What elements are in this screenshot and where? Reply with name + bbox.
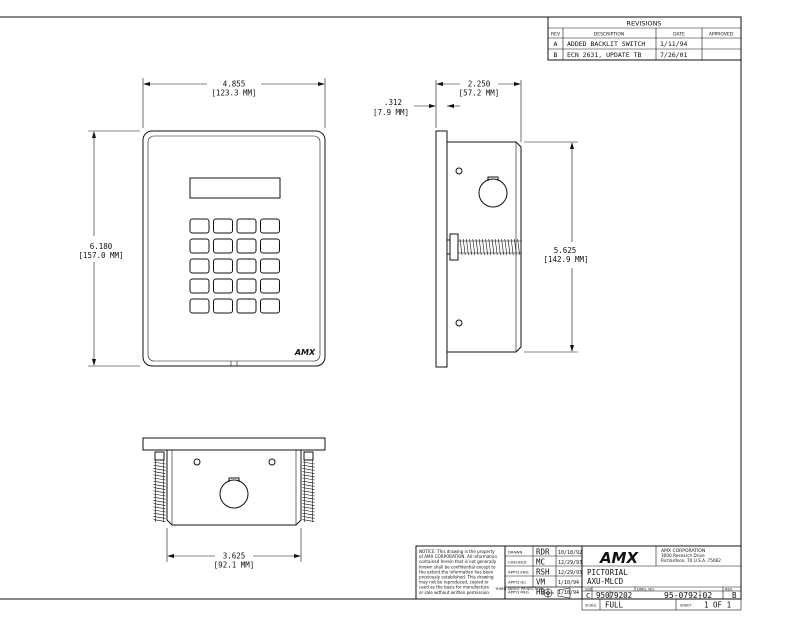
company-address: 3000 Research Drive <box>661 553 705 558</box>
notice-line: previously established. This drawing <box>419 575 494 580</box>
bottom-view: 3.625 [92.1 MM] <box>142 437 326 570</box>
notice-line: or sale without written permission. <box>419 590 490 595</box>
keypad-key <box>260 238 280 254</box>
front-width-dim: 4.855 <box>223 80 246 89</box>
rev-b-letter: B <box>554 51 558 59</box>
signoff-date: 1/10/94 <box>558 590 579 596</box>
part-number: 95079202 <box>596 591 632 600</box>
notice-line: of AMX CORPORATION. All information <box>419 554 497 559</box>
keypad-key <box>189 258 210 274</box>
signoff-date: 1/10/94 <box>558 580 579 586</box>
keypad-key <box>236 298 257 314</box>
signoff-initials: VM <box>536 578 546 587</box>
keypad-key <box>236 278 257 294</box>
signoff-initials: RSH <box>536 568 550 577</box>
rev-b-description: ECN 2631, UPDATE TB <box>567 51 641 59</box>
front-amx-logo: AMX <box>294 348 316 357</box>
rev-header: REV <box>551 32 561 38</box>
signoff-date: 12/29/93 <box>558 560 582 566</box>
notice-line: used as the basis for manufacture <box>419 585 490 590</box>
keypad-key <box>213 258 233 274</box>
drawing-title-line1: PICTORIAL <box>587 568 628 577</box>
keypad-key <box>260 258 280 274</box>
keypad-key <box>213 298 233 314</box>
notice-line: known shall be confidential except to <box>419 564 496 569</box>
size-label: SIZE <box>585 588 592 592</box>
company-city: Richardson, TX U.S.A. 75082 <box>661 558 721 563</box>
signoff-label: DRAWN <box>508 550 523 555</box>
notice-line: NOTICE: This drawing is the property <box>419 549 495 554</box>
signoff-initials: RDR <box>536 548 550 557</box>
front-view: 4.855 [123.3 MM] 6.180 [157.0 MM] AMX <box>78 78 326 367</box>
front-height-dim: 6.180 <box>90 242 113 251</box>
side-depth-dim-mm: [57.2 MM] <box>459 89 500 98</box>
rev-b-date: 7/26/01 <box>660 51 687 59</box>
side-depth-dim: 2.250 <box>468 80 491 89</box>
signoff-label: CHECKED <box>508 560 526 565</box>
keypad-key <box>213 238 233 254</box>
dwg-no-label: DWG. NO. <box>637 588 655 592</box>
bottom-width-dim-mm: [92.1 MM] <box>214 561 255 570</box>
signoff-label: APP'D MFG <box>508 590 529 595</box>
side-mounting-screw <box>446 233 522 261</box>
title-amx-logo: AMX <box>599 549 640 567</box>
side-height-dim: 5.625 <box>554 246 577 255</box>
drawing-number: 95-0792-02 <box>664 591 712 600</box>
side-lip-dim-mm: [7.9 MM] <box>373 108 409 117</box>
lcd-window <box>189 177 281 199</box>
keypad-key <box>260 298 280 314</box>
keypad-key <box>189 218 210 234</box>
keypad-key <box>189 298 210 314</box>
signoff-label: APP'D QC <box>508 580 526 585</box>
description-header: DESCRIPTION <box>594 32 624 38</box>
size-value: C <box>586 592 590 600</box>
keypad-key <box>189 278 210 294</box>
keypad <box>189 218 280 314</box>
bottom-width-dim: 3.625 <box>223 552 246 561</box>
drawing-title-line2: AXU-MLCD <box>587 577 624 586</box>
rev-a-date: 1/11/94 <box>660 40 687 48</box>
rev-label: REV. <box>725 588 733 592</box>
rev-a-letter: A <box>554 40 558 48</box>
rev-a-description: ADDED BACKLIT SWITCH <box>567 40 645 48</box>
approved-header: APPROVED <box>709 32 734 38</box>
projection-label: THIRD ANGLE PROJECTION <box>494 587 543 591</box>
bottom-right-screw <box>302 451 315 522</box>
keypad-key <box>236 258 257 274</box>
keypad-key <box>213 218 233 234</box>
keypad-key <box>189 238 210 254</box>
date-header: DATE <box>673 32 685 38</box>
rev-value: B <box>732 591 737 600</box>
side-height-dim-mm: [142.9 MM] <box>543 255 588 264</box>
signoff-date: 12/29/93 <box>558 570 582 576</box>
signoff-label: APP'D ENG <box>508 570 529 575</box>
company-name: AMX CORPORATION <box>661 548 705 554</box>
notice-line: may not be reproduced, copied or <box>419 580 489 585</box>
keypad-key <box>260 278 280 294</box>
keypad-key <box>236 238 257 254</box>
keypad-key <box>213 278 233 294</box>
front-height-dim-mm: [157.0 MM] <box>78 251 123 260</box>
notice-line: contained herein that is not generally <box>419 559 497 564</box>
revisions-table: REVISIONS REV DESCRIPTION DATE APPROVED … <box>547 16 742 61</box>
keypad-key <box>236 218 257 234</box>
third-angle-projection-symbol <box>542 587 571 599</box>
revisions-title: REVISIONS <box>626 20 661 28</box>
side-view: 2.250 [57.2 MM] .312 [7.9 MM] 5.625 [142… <box>373 78 589 368</box>
signoff-initials: HB <box>536 588 546 597</box>
signoff-initials: MC <box>536 558 545 567</box>
signoff-date: 10/18/92 <box>558 550 582 556</box>
front-width-dim-mm: [123.3 MM] <box>211 89 256 98</box>
side-lip-dim: .312 <box>384 98 402 107</box>
bottom-left-screw <box>153 451 166 522</box>
keypad-key <box>260 218 280 234</box>
notice-line: the extent the information has been <box>419 569 494 574</box>
